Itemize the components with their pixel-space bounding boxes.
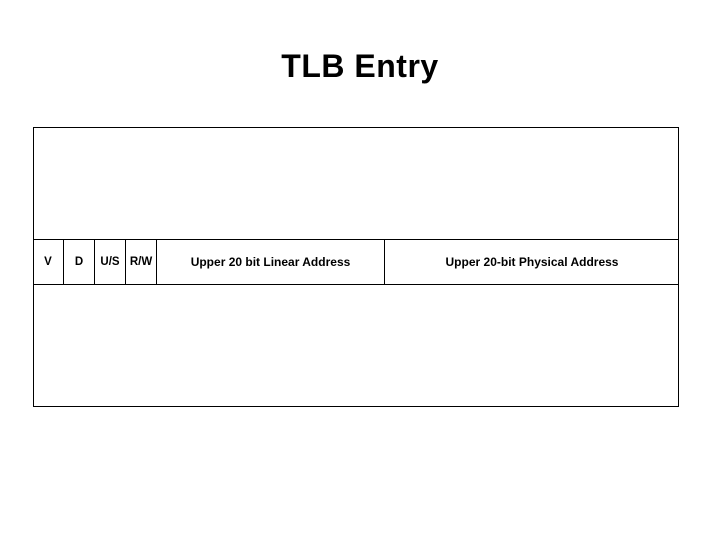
- field-physical-address: Upper 20-bit Physical Address: [445, 255, 619, 269]
- field-read-write: R/W: [126, 240, 157, 284]
- diagram-outer-frame: [33, 127, 679, 407]
- field-linear-address: Upper 20 bit Linear Address: [157, 240, 385, 284]
- tlb-entry-row: V D U/S R/W Upper 20 bit Linear Address …: [33, 239, 679, 285]
- field-dirty-bit: D: [64, 240, 95, 284]
- field-valid-bit: V: [33, 240, 64, 284]
- page-title: TLB Entry: [281, 48, 439, 84]
- field-user-supervisor: U/S: [95, 240, 126, 284]
